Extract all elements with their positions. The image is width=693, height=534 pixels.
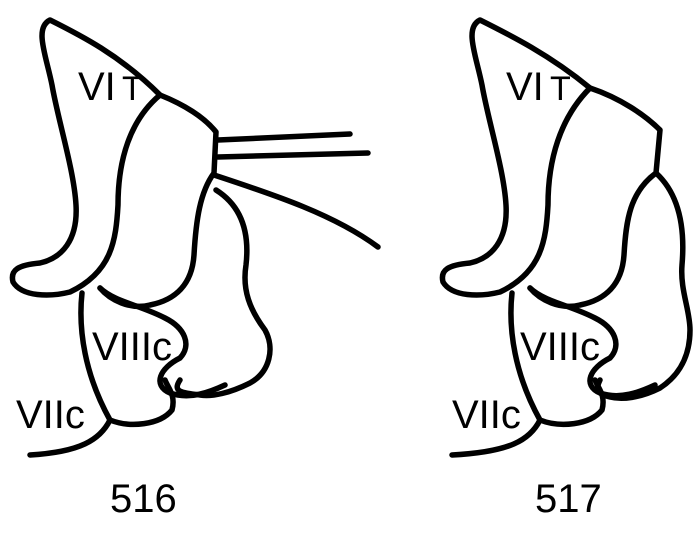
label-t-517: T — [550, 70, 571, 108]
label-t-516: T — [122, 70, 143, 108]
label-vi-517: VI — [506, 65, 544, 109]
figure-number-516: 516 — [110, 477, 177, 521]
figure-517: VI T VIIIc VIIc 517 — [442, 20, 690, 521]
figure-number-517: 517 — [535, 477, 602, 521]
label-viic-516: VIIc — [16, 393, 85, 437]
appendage-upper-516 — [218, 134, 350, 140]
label-viiic-517: VIIIc — [520, 325, 600, 369]
sclerite-posterior-lobe-516 — [177, 190, 270, 396]
label-vi-516: VI — [78, 65, 116, 109]
figure-516: VI T VIIIc VIIc 516 — [12, 20, 378, 521]
label-viic-517: VIIc — [452, 393, 521, 437]
sclerite-vi-tergite-517 — [442, 20, 590, 295]
label-viiic-516: VIIIc — [92, 325, 172, 369]
appendage-middle-516 — [218, 153, 368, 157]
sclerite-vi-tergite-516 — [12, 20, 160, 295]
